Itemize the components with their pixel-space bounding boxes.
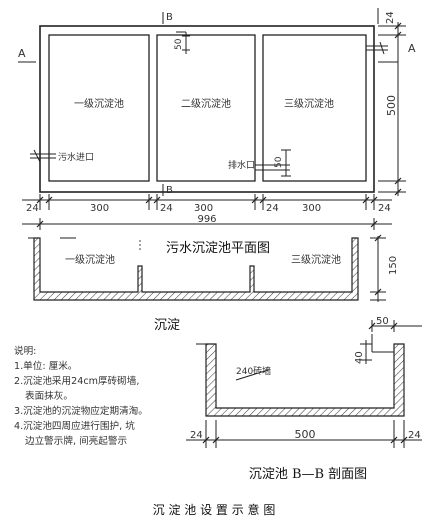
pipe-dim-top: 50 bbox=[174, 38, 184, 50]
note-item: 1.单位: 厘米。 bbox=[14, 361, 78, 372]
section-bb-wall-label: 240砖墙 bbox=[236, 365, 271, 377]
plan-dim-tank-3: 300 bbox=[302, 203, 321, 214]
plan-dim-wall-2: 24 bbox=[160, 203, 173, 214]
pipe-dim-drain: 50 bbox=[274, 156, 284, 168]
section-a-right-label: A bbox=[408, 42, 416, 55]
section-aa-title-partial: 沉淀 bbox=[154, 318, 180, 333]
notes-block: 说明: 1.单位: 厘米。 2.沉淀池采用24cm厚砖砌墙, 表面抹灰。 3.沉… bbox=[14, 344, 190, 449]
plan-tank-3-label: 三级沉淀池 bbox=[284, 97, 334, 110]
outlet-label: 排水口 bbox=[228, 159, 255, 171]
section-bb-title: 沉淀池 B—B 剖面图 bbox=[249, 467, 367, 482]
plan-wall-dim-top-right: 24 bbox=[385, 11, 396, 24]
section-aa-tank-1-label: 一级沉淀池 bbox=[65, 253, 115, 266]
plan-tank-1-label: 一级沉淀池 bbox=[74, 97, 124, 110]
plan-tank-3 bbox=[262, 34, 367, 182]
section-bb-top-width-dim: 50 bbox=[376, 316, 389, 327]
plan-height-dim: 500 bbox=[385, 95, 398, 116]
plan-tank-2-label: 二级沉淀池 bbox=[181, 97, 231, 110]
section-aa: 一级沉淀池 三级沉淀池 150 bbox=[28, 234, 399, 302]
note-item: 4.沉淀池四周应进行围护, 坑 bbox=[14, 421, 135, 432]
inlet-label: 污水进口 bbox=[58, 151, 94, 163]
figure-caption: 沉 淀 池 设 置 示 意 图 bbox=[153, 502, 276, 517]
section-bb: 50 40 240砖墙 24 500 24 沉淀池 B—B 剖面图 bbox=[186, 316, 422, 482]
plan-dim-tank-2: 300 bbox=[194, 203, 213, 214]
section-aa-height-dim: 150 bbox=[388, 256, 399, 275]
note-item: 2.沉淀池采用24cm厚砖砌墙, bbox=[14, 376, 140, 387]
section-bb-depth-dim: 40 bbox=[354, 351, 365, 364]
plan-dim-wall-1: 24 bbox=[26, 203, 39, 214]
notes-heading: 说明: bbox=[14, 346, 37, 357]
plan-title: 污水沉淀池平面图 bbox=[166, 241, 270, 256]
section-bb-wall-dim-right: 24 bbox=[408, 430, 421, 441]
section-a-left-label: A bbox=[18, 47, 26, 60]
section-bb-wall bbox=[205, 343, 405, 417]
plan-dim-wall-4: 24 bbox=[378, 203, 391, 214]
section-bb-wall-dim-left: 24 bbox=[190, 430, 203, 441]
plan-dim-total: 996 bbox=[197, 214, 216, 225]
section-bb-width-dim: 500 bbox=[295, 428, 316, 441]
section-b-bottom-label: B bbox=[166, 185, 173, 196]
note-item: 边立警示牌, 间亮起警示 bbox=[25, 436, 128, 447]
section-aa-tank-3-label: 三级沉淀池 bbox=[291, 253, 341, 266]
plan-tank-2 bbox=[156, 34, 256, 182]
note-item: 表面抹灰。 bbox=[25, 391, 73, 402]
plan-dim-wall-3: 24 bbox=[266, 203, 279, 214]
section-aa-wall bbox=[33, 237, 359, 301]
note-item: 3.沉淀池的沉淀物应定期清淘。 bbox=[14, 406, 148, 417]
section-b-top-label: B bbox=[166, 12, 173, 23]
plan-view bbox=[39, 25, 375, 193]
plan-outer-wall bbox=[39, 25, 375, 193]
plan-tank-1 bbox=[48, 34, 150, 182]
plan-dim-tank-1: 300 bbox=[90, 203, 109, 214]
